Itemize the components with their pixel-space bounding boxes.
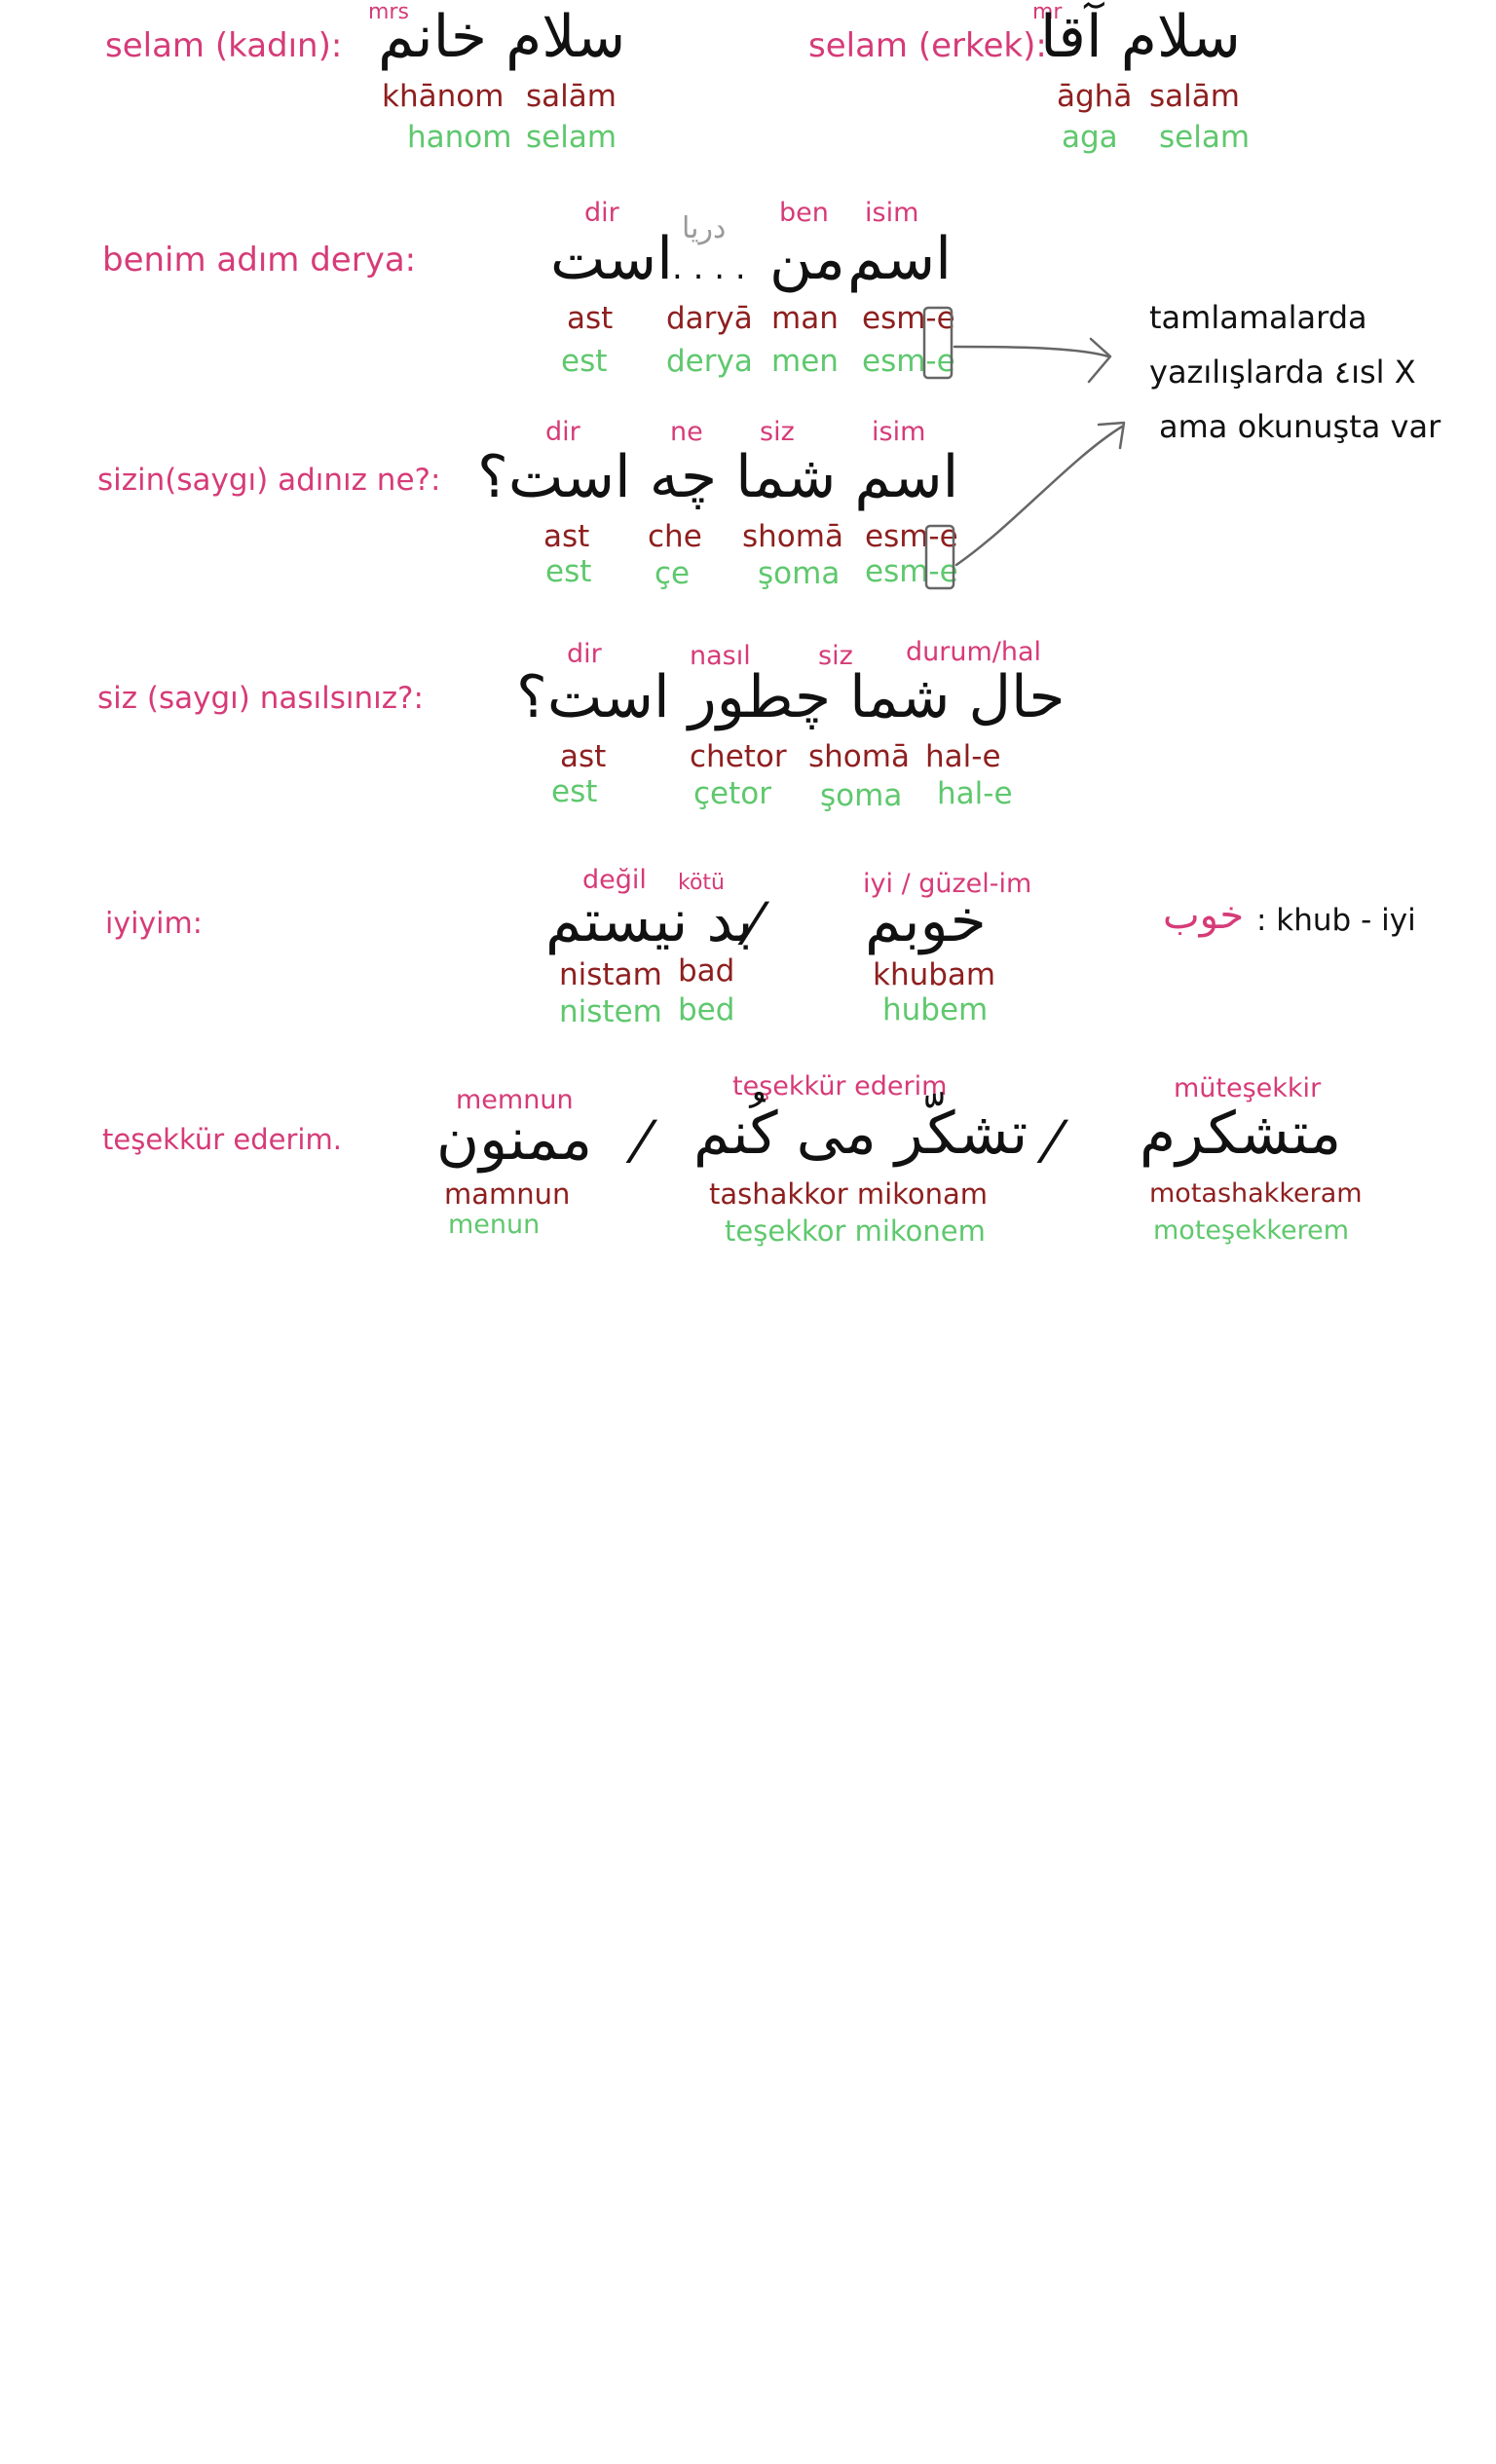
thanks-persian-tashakkor: تشکّر می کُنم <box>693 1100 1028 1168</box>
how-are-you-turkish-est: est <box>551 774 598 809</box>
your-name-translit-shoma: shomā <box>742 519 843 554</box>
greet-man-translit-1: āghā <box>1057 79 1133 114</box>
greet-woman-turkish-1: hanom <box>407 120 512 155</box>
im-good-side-note: : khub - iyi <box>1256 903 1416 938</box>
arrow-top-line <box>953 345 1110 358</box>
my-name-persian-ast: است <box>550 225 673 293</box>
thanks-turkish-motesekkerem: moteşekkerem <box>1153 1215 1350 1246</box>
side-note-line-1: tamlamalarda <box>1149 299 1367 336</box>
my-name-turkish-men: men <box>771 344 839 379</box>
how-are-you-translit-ast: ast <box>560 739 607 774</box>
greet-man-above: mr <box>1032 0 1063 24</box>
im-good-gloss-kotu: kötü <box>678 871 725 895</box>
my-name-translit-ast: ast <box>567 301 614 336</box>
how-are-you-translit-hale: hal-e <box>925 739 1001 774</box>
your-name-turkish-esm: esm-e <box>865 554 958 589</box>
how-are-you-turkish-hale: hal-e <box>937 776 1013 811</box>
your-name-label: sizin(saygı) adınız ne?: <box>97 463 441 498</box>
thanks-gloss-memnun: memnun <box>456 1085 574 1115</box>
im-good-turkish-bed: bed <box>678 992 735 1027</box>
how-are-you-gloss-siz: siz <box>818 641 853 671</box>
how-are-you-gloss-durum: durum/hal <box>906 637 1042 667</box>
your-name-turkish-ce: çe <box>654 556 691 591</box>
your-name-persian: اسم شما چه است؟ <box>477 443 959 511</box>
greet-woman-turkish-2: selam <box>526 120 617 155</box>
arrow-bottom-head <box>1097 421 1126 450</box>
greet-man-translit-2: salām <box>1149 79 1240 114</box>
my-name-gloss-ben: ben <box>779 198 829 228</box>
my-name-gloss-dir: dir <box>584 198 619 228</box>
greet-woman-above: mrs <box>368 0 409 24</box>
arrow-top-head <box>1087 337 1112 384</box>
greet-woman-translit-1: khānom <box>382 79 505 114</box>
im-good-gloss-degil: değil <box>582 865 647 895</box>
thanks-slash-1: / <box>622 1109 661 1171</box>
side-note-line-2: yazılışlarda ٤ısl X <box>1149 354 1416 391</box>
my-name-translit-darya: daryā <box>666 301 753 336</box>
im-good-translit-nistam: nistam <box>559 957 662 992</box>
my-name-grey-persian: دریا <box>682 211 727 245</box>
thanks-persian-motashakkeram: متشکرم <box>1140 1100 1342 1168</box>
thanks-translit-tashakkor: tashakkor mikonam <box>709 1177 989 1211</box>
thanks-gloss-tesekkur: teşekkür ederim <box>732 1071 948 1101</box>
how-are-you-persian: حال شما چطور است؟ <box>516 663 1066 731</box>
my-name-persian-esm: اسم <box>847 225 952 293</box>
greet-woman-label: selam (kadın): <box>105 26 343 65</box>
thanks-translit-mamnun: mamnun <box>444 1177 571 1211</box>
your-name-gloss-isim: isim <box>872 417 926 447</box>
thanks-translit-motashakkeram: motashakkeram <box>1149 1178 1363 1209</box>
your-name-gloss-dir: dir <box>545 417 580 447</box>
how-are-you-gloss-dir: dir <box>567 639 602 669</box>
im-good-label: iyiyim: <box>105 907 203 941</box>
how-are-you-gloss-nasil: nasıl <box>690 641 751 671</box>
your-name-translit-esm: esm-e <box>865 519 958 554</box>
thanks-turkish-menun: menun <box>448 1210 541 1240</box>
greet-woman-persian: سلام خانم <box>378 3 626 71</box>
thanks-gloss-mutesekkir: müteşekkir <box>1174 1073 1322 1103</box>
my-name-translit-man: man <box>771 301 839 336</box>
greet-woman-translit-2: salām <box>526 79 617 114</box>
im-good-persian-good: خوبم <box>865 887 987 955</box>
your-name-turkish-soma: şoma <box>758 556 841 591</box>
my-name-persian-man: من <box>769 225 845 293</box>
thanks-persian-mamnun: ممنون <box>436 1105 592 1174</box>
how-are-you-label: siz (saygı) nasılsınız?: <box>97 681 424 716</box>
my-name-label: benim adım derya: <box>102 241 417 280</box>
greet-man-turkish-1: aga <box>1062 120 1118 155</box>
greet-man-persian: سلام آقا <box>1040 3 1241 71</box>
my-name-turkish-esm: esm-e <box>862 344 955 379</box>
your-name-translit-che: che <box>648 519 702 554</box>
im-good-gloss-iyi: iyi / güzel-im <box>863 869 1032 899</box>
my-name-translit-esm: esm-e <box>862 301 955 336</box>
im-good-side-persian: خوب <box>1163 893 1245 938</box>
my-name-persian-dots: . . . . <box>672 248 746 287</box>
your-name-translit-ast: ast <box>543 519 590 554</box>
your-name-gloss-ne: ne <box>670 417 703 447</box>
im-good-turkish-hubem: hubem <box>882 992 989 1027</box>
thanks-turkish-tesekkor: teşekkor mikonem <box>725 1214 986 1248</box>
thanks-label: teşekkür ederim. <box>102 1123 342 1156</box>
im-good-translit-bad: bad <box>678 953 735 989</box>
how-are-you-turkish-cetor: çetor <box>693 776 771 811</box>
greet-man-turkish-2: selam <box>1159 120 1251 155</box>
how-are-you-translit-chetor: chetor <box>690 739 787 774</box>
your-name-turkish-est: est <box>545 554 592 589</box>
how-are-you-translit-shoma: shomā <box>808 739 910 774</box>
my-name-turkish-derya: derya <box>666 344 753 379</box>
im-good-persian-bad: بد نیستم <box>545 887 754 955</box>
greet-man-label: selam (erkek): <box>808 26 1047 65</box>
my-name-gloss-isim: isim <box>865 198 919 228</box>
my-name-turkish-est: est <box>561 344 608 379</box>
your-name-gloss-siz: siz <box>760 417 795 447</box>
im-good-turkish-nistem: nistem <box>559 994 662 1029</box>
how-are-you-turkish-soma: şoma <box>820 778 903 813</box>
side-note-line-3: ama okunuşta var <box>1159 408 1441 445</box>
im-good-translit-khubam: khubam <box>873 957 996 992</box>
arrow-bottom-line <box>954 425 1124 567</box>
thanks-slash-2: / <box>1033 1109 1072 1171</box>
